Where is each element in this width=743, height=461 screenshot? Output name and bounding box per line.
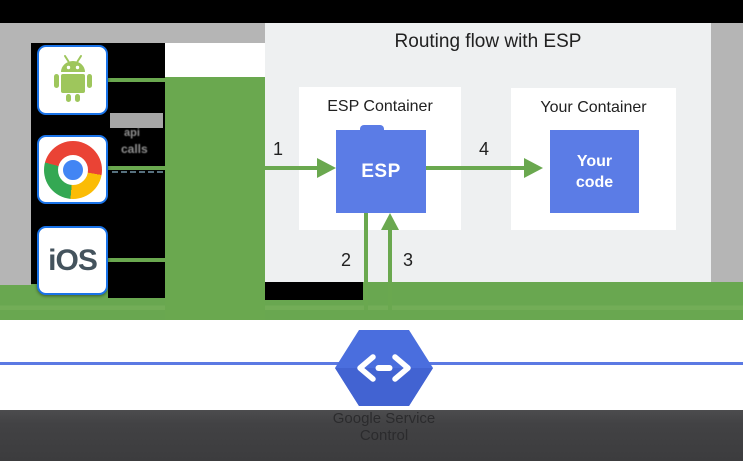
esp-container-label: ESP Container: [327, 98, 433, 115]
arrow-4-line: [426, 166, 524, 170]
step-3-label: 3: [402, 250, 413, 270]
chrome-icon-center: [57, 154, 88, 185]
right-gray-column: [711, 23, 743, 282]
your-container-label: Your Container: [540, 99, 647, 116]
obscured-label-line2: calls: [121, 142, 148, 156]
arrow-1-line: [265, 166, 318, 170]
endpoints-hexagon-icon: [335, 330, 433, 406]
top-gray-band: [0, 23, 265, 43]
service-name-line2: Control: [359, 427, 409, 444]
step-4-label: 4: [478, 139, 489, 159]
bottom-dark-bar: [0, 410, 743, 461]
black-notch: [265, 282, 363, 300]
service-name-line1: Google Service: [332, 410, 436, 427]
esp-box-top-artifact: [360, 125, 384, 131]
esp-box: ESP: [336, 130, 426, 213]
diagram-title: Routing flow with ESP: [394, 31, 582, 52]
obscured-connector-line: [112, 171, 163, 173]
android-connector-line: [108, 78, 165, 82]
ios-client-box: iOS: [37, 226, 108, 295]
ios-label: iOS: [48, 243, 98, 277]
step-2-label: 2: [340, 250, 351, 270]
your-code-line1: Your: [576, 152, 613, 170]
chrome-connector-line: [108, 166, 165, 170]
chrome-icon: [43, 140, 102, 199]
your-code-label: Your code: [576, 151, 613, 193]
obscured-label-line1: api: [124, 127, 140, 139]
your-code-box: Your code: [550, 130, 639, 213]
arrow-3-head: [381, 213, 399, 230]
android-client-box: [37, 45, 108, 115]
green-routing-block: [165, 77, 265, 320]
left-gray-column: [0, 23, 31, 285]
arrow-1-head: [317, 158, 336, 178]
top-black-bar: [0, 0, 743, 23]
ios-connector-line: [108, 258, 165, 262]
your-code-line2: code: [575, 173, 614, 191]
obscured-label-strip: [110, 113, 163, 128]
chrome-client-box: [37, 135, 108, 204]
arrow-4-head: [524, 158, 543, 178]
arrow-2-line: [364, 213, 368, 310]
step-1-label: 1: [272, 139, 283, 159]
arrow-3-line: [388, 230, 392, 310]
android-icon: [51, 53, 95, 108]
black-background-region-lower: [108, 284, 165, 298]
